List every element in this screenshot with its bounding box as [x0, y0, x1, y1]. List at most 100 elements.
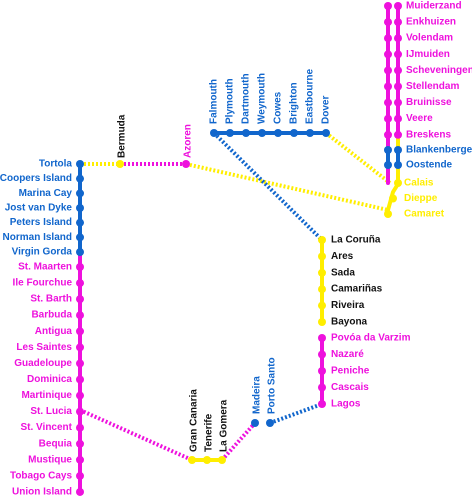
falmouth-stop[interactable]: [210, 129, 218, 137]
connector-la-gomera-madeira: [220, 421, 257, 462]
blankenberge-stop[interactable]: [394, 146, 402, 154]
cowes-stop[interactable]: [274, 129, 282, 137]
dartmouth-stop[interactable]: [242, 129, 250, 137]
st-barth-stop[interactable]: [76, 295, 84, 304]
volendam-inner-stop[interactable]: [384, 34, 392, 43]
label-marina-cay: Marina Cay: [19, 188, 73, 199]
oostende-stop[interactable]: [394, 161, 402, 169]
brighton-stop[interactable]: [290, 129, 298, 137]
ile-fourchue-stop[interactable]: [76, 279, 84, 288]
label-bayona: Bayona: [331, 317, 368, 328]
la-coruna-stop[interactable]: [318, 236, 326, 244]
scheveningen-inner-stop[interactable]: [384, 66, 392, 75]
label-scheveningen: Scheveningen: [406, 65, 472, 76]
camarinas-stop[interactable]: [318, 285, 326, 294]
bermuda-stop[interactable]: [116, 160, 124, 168]
eastbourne-stop[interactable]: [306, 129, 314, 137]
norman-island-stop[interactable]: [76, 233, 84, 242]
label-bruinisse: Bruinisse: [406, 97, 452, 108]
label-oostende: Oostende: [406, 160, 453, 171]
label-norman-island: Norman Island: [3, 232, 72, 243]
label-st-maarten: St. Maarten: [18, 262, 72, 273]
cascais-stop[interactable]: [318, 383, 326, 392]
marina-cay-stop[interactable]: [76, 189, 84, 198]
jost-van-dyke-stop[interactable]: [76, 204, 84, 213]
label-brighton: Brighton: [289, 82, 300, 124]
label-union-island: Union Island: [12, 486, 72, 497]
label-camarinas: Camariñas: [331, 284, 383, 295]
muiderzand-stop[interactable]: [394, 2, 402, 10]
label-peniche: Peniche: [331, 366, 370, 377]
bruinisse-inner-stop[interactable]: [384, 98, 392, 107]
gran-canaria-stop[interactable]: [188, 456, 196, 464]
stellendam-inner-stop[interactable]: [384, 82, 392, 91]
riveira-stop[interactable]: [318, 301, 326, 310]
label-coopers-island: Coopers Island: [0, 173, 72, 184]
scheveningen-stop[interactable]: [394, 66, 402, 75]
plymouth-stop[interactable]: [226, 129, 234, 137]
calais-stop[interactable]: [394, 179, 402, 187]
bequia-stop[interactable]: [76, 439, 84, 448]
weymouth-stop[interactable]: [258, 129, 266, 137]
virgin-gorda-stop[interactable]: [76, 248, 84, 257]
coopers-island-stop[interactable]: [76, 174, 84, 183]
barbuda-stop[interactable]: [76, 311, 84, 320]
union-island-stop[interactable]: [76, 487, 84, 496]
label-azoren: Azoren: [183, 124, 194, 158]
guadeloupe-stop[interactable]: [76, 359, 84, 368]
sada-stop[interactable]: [318, 268, 326, 277]
st-lucia-stop[interactable]: [76, 407, 84, 416]
label-calais: Calais: [404, 178, 434, 189]
enkhuizen-inner-stop[interactable]: [384, 18, 392, 27]
les-saintes-stop[interactable]: [76, 343, 84, 352]
label-tenerife: Tenerife: [204, 413, 215, 452]
povoa-da-varzim-stop[interactable]: [318, 334, 326, 342]
label-cascais: Cascais: [331, 382, 369, 393]
label-mustique: Mustique: [28, 454, 72, 465]
tortola-stop[interactable]: [76, 160, 84, 168]
ijmuiden-inner-stop[interactable]: [384, 50, 392, 59]
mustique-stop[interactable]: [76, 455, 84, 464]
breskens-inner-stop[interactable]: [384, 130, 392, 139]
label-camaret: Camaret: [404, 209, 445, 220]
volendam-stop[interactable]: [394, 34, 402, 43]
ijmuiden-stop[interactable]: [394, 50, 402, 59]
label-plymouth: Plymouth: [225, 78, 236, 124]
martinique-stop[interactable]: [76, 391, 84, 400]
antigua-stop[interactable]: [76, 327, 84, 336]
label-eastbourne: Eastbourne: [305, 69, 316, 124]
bayona-stop[interactable]: [318, 318, 326, 326]
label-la-coruna: La Coruña: [331, 235, 381, 246]
st-vincent-stop[interactable]: [76, 423, 84, 432]
veere-inner-stop[interactable]: [384, 114, 392, 123]
nazare-stop[interactable]: [318, 350, 326, 359]
la-gomera-stop[interactable]: [218, 456, 226, 464]
bruinisse-stop[interactable]: [394, 98, 402, 107]
muiderzand-inner-stop[interactable]: [384, 2, 392, 10]
tobago-cays-stop[interactable]: [76, 471, 84, 480]
oostende-inner-stop[interactable]: [384, 161, 392, 169]
peters-island-stop[interactable]: [76, 218, 84, 227]
dover-stop[interactable]: [322, 129, 330, 137]
label-porto-santo: Porto Santo: [267, 357, 278, 414]
tenerife-stop[interactable]: [203, 456, 211, 464]
label-ares: Ares: [331, 251, 354, 262]
blankenberge-inner-stop[interactable]: [384, 146, 392, 154]
veere-stop[interactable]: [394, 114, 402, 123]
azoren-stop[interactable]: [182, 160, 190, 168]
st-maarten-stop[interactable]: [76, 263, 84, 271]
madeira-stop[interactable]: [251, 419, 259, 427]
label-madeira: Madeira: [252, 376, 263, 414]
stellendam-stop[interactable]: [394, 82, 402, 91]
ares-stop[interactable]: [318, 252, 326, 261]
dieppe-stop[interactable]: [389, 194, 397, 203]
lagos-stop[interactable]: [318, 400, 326, 408]
enkhuizen-stop[interactable]: [394, 18, 402, 27]
breskens-stop[interactable]: [394, 130, 402, 139]
peniche-stop[interactable]: [318, 367, 326, 375]
dominica-stop[interactable]: [76, 375, 84, 384]
label-stellendam: Stellendam: [406, 81, 459, 92]
porto-santo-stop[interactable]: [266, 419, 274, 427]
camaret-stop[interactable]: [384, 210, 392, 218]
label-les-saintes: Les Saintes: [16, 342, 72, 353]
